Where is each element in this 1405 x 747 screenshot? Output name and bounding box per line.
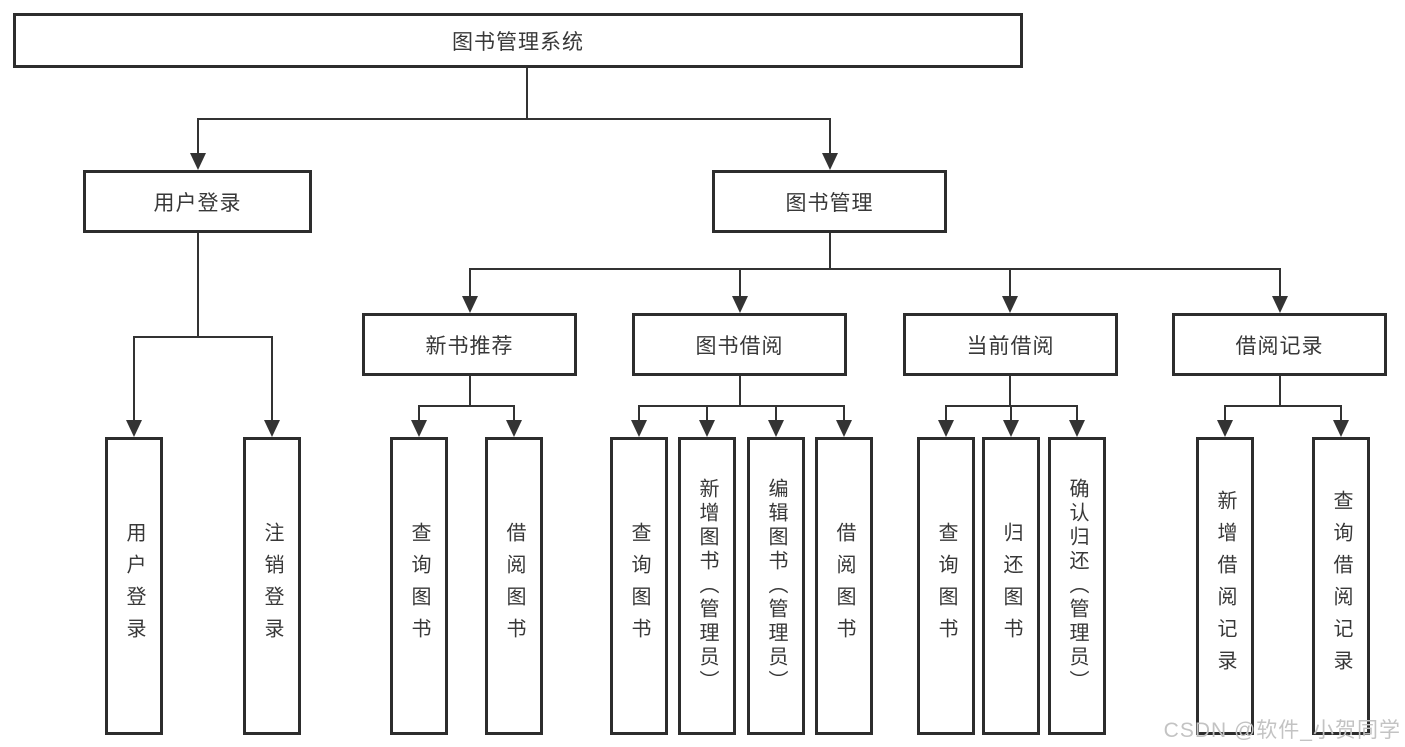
node-user-login: 用户登录 [83, 170, 312, 233]
connector-line [1010, 405, 1012, 422]
arrowhead-down [1217, 420, 1233, 437]
connector-line [829, 233, 831, 269]
node-book-management: 图书管理 [712, 170, 947, 233]
connector-line [1076, 405, 1078, 422]
arrowhead-down [506, 420, 522, 437]
arrowhead-down [836, 420, 852, 437]
leaf-label: 借阅图书 [833, 522, 855, 650]
connector-line [1224, 405, 1342, 407]
connector-line [1224, 405, 1226, 422]
node-current-borrowing: 当前借阅 [903, 313, 1118, 376]
connector-line [829, 118, 831, 155]
arrowhead-down [1272, 296, 1288, 313]
connector-line [706, 405, 708, 422]
node-label: 图书管理 [785, 191, 874, 215]
leaf-label: 新增借阅记录 [1214, 490, 1236, 682]
arrowhead-down [768, 420, 784, 437]
arrowhead-down [732, 296, 748, 313]
leaf-borrow-books-recommend: 借阅图书 [485, 437, 543, 735]
node-label: 图书管理系统 [452, 30, 584, 54]
connector-line [638, 405, 640, 422]
leaf-user-login: 用户登录 [105, 437, 163, 735]
leaf-borrow-books-borrowing: 借阅图书 [815, 437, 873, 735]
node-label: 当前借阅 [966, 334, 1055, 358]
connector-line [526, 68, 528, 119]
leaf-label: 查询图书 [935, 522, 957, 650]
arrowhead-down [264, 420, 280, 437]
leaf-confirm-return-admin: 确认归还（管理员） [1048, 437, 1106, 735]
leaf-label: 查询图书 [628, 522, 650, 650]
leaf-query-books-borrowing: 查询图书 [610, 437, 668, 735]
node-label: 图书借阅 [695, 334, 784, 358]
connector-line [1009, 376, 1011, 406]
leaf-add-books-admin: 新增图书（管理员） [678, 437, 736, 735]
leaf-label: 查询借阅记录 [1330, 490, 1352, 682]
arrowhead-down [190, 153, 206, 170]
connector-line [1279, 268, 1281, 298]
connector-line [469, 268, 1281, 270]
leaf-label: 借阅图书 [503, 522, 525, 650]
connector-line [418, 405, 515, 407]
leaf-edit-books-admin: 编辑图书（管理员） [747, 437, 805, 735]
leaf-label: 用户登录 [123, 522, 145, 650]
connector-line [197, 233, 199, 337]
arrowhead-down [1002, 296, 1018, 313]
connector-line [133, 336, 135, 422]
connector-line [513, 405, 515, 422]
leaf-label: 注销登录 [261, 522, 283, 650]
leaf-label: 新增图书（管理员） [696, 478, 718, 694]
connector-line [739, 268, 741, 298]
node-label: 借阅记录 [1235, 334, 1324, 358]
arrowhead-down [1333, 420, 1349, 437]
connector-line [775, 405, 777, 422]
csdn-watermark: CSDN @软件_小贺同学 [1163, 719, 1401, 742]
leaf-query-books-current: 查询图书 [917, 437, 975, 735]
connector-line [133, 336, 273, 338]
leaf-label: 查询图书 [408, 522, 430, 650]
leaf-label: 确认归还（管理员） [1066, 478, 1088, 694]
leaf-logout: 注销登录 [243, 437, 301, 735]
leaf-label: 归还图书 [1000, 522, 1022, 650]
arrowhead-down [822, 153, 838, 170]
leaf-add-borrow-record: 新增借阅记录 [1196, 437, 1254, 735]
arrowhead-down [938, 420, 954, 437]
node-book-borrowing: 图书借阅 [632, 313, 847, 376]
connector-line [469, 376, 471, 406]
node-library-system-root: 图书管理系统 [13, 13, 1023, 68]
arrowhead-down [411, 420, 427, 437]
connector-line [945, 405, 947, 422]
leaf-query-books-recommend: 查询图书 [390, 437, 448, 735]
arrowhead-down [699, 420, 715, 437]
connector-line [1009, 268, 1011, 298]
connector-line [739, 376, 741, 406]
connector-line [197, 118, 831, 120]
arrowhead-down [1003, 420, 1019, 437]
connector-line [1279, 376, 1281, 406]
node-label: 用户登录 [153, 191, 242, 215]
connector-line [1340, 405, 1342, 422]
arrowhead-down [1069, 420, 1085, 437]
connector-line [638, 405, 845, 407]
leaf-return-books: 归还图书 [982, 437, 1040, 735]
node-label: 新书推荐 [425, 334, 514, 358]
node-borrowing-records: 借阅记录 [1172, 313, 1387, 376]
leaf-label: 编辑图书（管理员） [765, 478, 787, 694]
connector-line [197, 118, 199, 155]
connector-line [271, 336, 273, 422]
connector-line [418, 405, 420, 422]
leaf-query-borrow-record: 查询借阅记录 [1312, 437, 1370, 735]
arrowhead-down [462, 296, 478, 313]
arrowhead-down [126, 420, 142, 437]
connector-line [843, 405, 845, 422]
connector-line [469, 268, 471, 298]
node-new-book-recommendation: 新书推荐 [362, 313, 577, 376]
arrowhead-down [631, 420, 647, 437]
